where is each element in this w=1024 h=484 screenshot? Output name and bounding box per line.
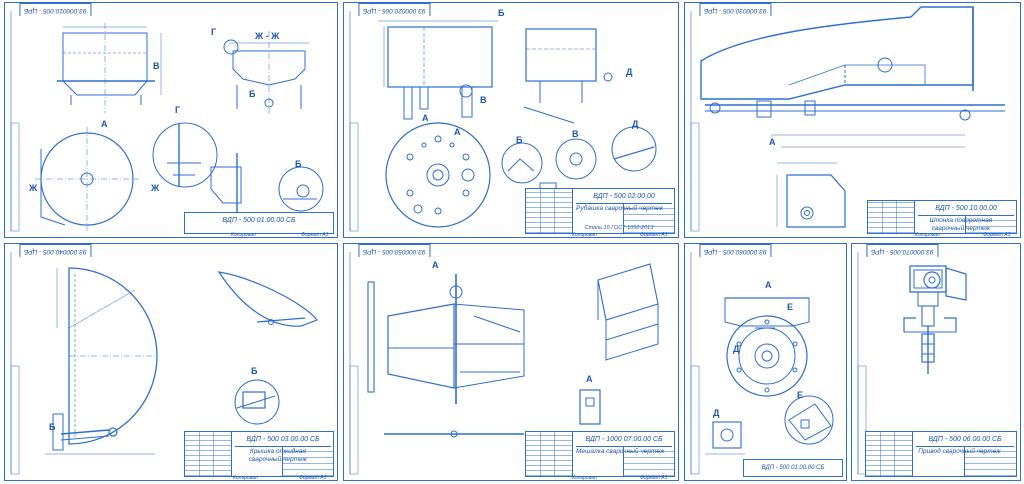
drawing-sheet-1: 93.000010.005 - ЦРБ Ж - Ж Г Б А В Г Б Ж …	[4, 2, 338, 238]
sheet-2-view-label: Б	[498, 8, 505, 18]
sheet-1-view-label: Г	[211, 27, 217, 37]
sheet-1-view-label: Ж - Ж	[255, 31, 280, 41]
sheet-3-footer-copied: Копировал	[915, 232, 940, 238]
sheet-4-title-block: ВДП - 500 03.00.00 СБ Крышка откидная св…	[184, 431, 334, 477]
sheet-6-view-label: А	[765, 280, 772, 290]
sheet-5-title-block: ВДП - 1000 07.00.00 СБ Мешалка сварочный…	[525, 431, 675, 477]
sheet-6-title-code: ВДП - 500 01.00.00 СБ	[761, 465, 825, 471]
sheet-7-code: 93.000070.005 - ЦРБ	[866, 244, 939, 257]
sheet-2-code: 93.000020.005 - ЦРБ	[358, 3, 431, 16]
sheet-4-footer-format: Формат А1	[299, 475, 327, 481]
sheet-3-view-label: А	[769, 137, 776, 147]
sheet-6-view-label: Д	[733, 344, 740, 354]
drawing-sheet-4: 93.000040.005 - ЦРБ Б Б ВДП - 500 03.00.…	[4, 243, 338, 481]
sheet-2-footer-format: Формат А1	[640, 232, 668, 238]
sheet-5-footer-format: Формат А1	[640, 475, 668, 481]
sheet-1-view-label: А	[101, 119, 108, 129]
sheet-4-view-label: Б	[49, 422, 56, 432]
sheet-7-title-name: Привод сварочный чертеж	[918, 448, 1001, 455]
sheet-4-footer-copied: Копировал	[233, 475, 258, 481]
sheet-6-view-label: Д	[713, 408, 720, 418]
sheet-5-view-label: А	[586, 374, 593, 384]
sheet-2-view-label: Б	[516, 135, 523, 145]
sheet-4-title-right	[281, 446, 333, 476]
sheet-1-code: 93.000010.005 - ЦРБ	[19, 3, 92, 16]
sheet-2-view-label: А	[454, 127, 461, 137]
sheet-5-title-name: Мешалка сварочный чертеж	[576, 448, 665, 455]
sheet-3-code: 93.000030.005 - ЦРБ	[699, 3, 772, 16]
sheet-6-view-label: Е	[797, 390, 804, 400]
sheet-7-drawing	[857, 252, 967, 475]
drawing-sheet-5: 93.000050.005 - ЦРБ А А ВДП - 1000 07.00…	[343, 243, 679, 481]
sheet-5-title-grid	[526, 432, 573, 476]
sheet-3-footer-format: Формат А1	[983, 232, 1011, 238]
sheet-1-title-code: ВДП - 500 01.00.00 СБ	[222, 217, 296, 224]
sheet-1-view-label: Ж	[151, 183, 160, 193]
sheet-5-view-label: А	[432, 260, 439, 270]
sheet-6-code: 93.000060.005 - ЦРБ	[699, 244, 772, 257]
sheet-4-title-name: Крышка откидная сварочный чертеж	[248, 448, 308, 463]
sheet-3-title-grid	[868, 201, 915, 233]
sheet-6-view-label: Е	[787, 302, 794, 312]
sheet-2-title-sub: Сталь 10 ГОСТ 1050-2013	[584, 225, 654, 231]
sheet-2-title-grid	[526, 189, 573, 233]
sheet-3-title-name: Шпонка поворотная сварочный чертеж	[929, 217, 993, 232]
sheet-1-drawing	[10, 11, 324, 232]
sheet-2-title-block: ВДП - 500 02.00.00 Рубашка сварочный чер…	[525, 188, 675, 234]
sheet-4-drawing	[10, 252, 318, 475]
sheet-4-code: 93.000040.005 - ЦРБ	[19, 244, 92, 257]
sheet-3-title-block: ВДП - 500 10.00.00 Шпонка поворотная сва…	[867, 200, 1017, 234]
drawing-sheet-7: 93.000070.005 - ЦРБ ВДП - 500 06.00.00 С…	[851, 243, 1021, 481]
sheet-7-title-block: ВДП - 500 06.00.00 СБ Привод сварочный ч…	[865, 431, 1017, 477]
sheet-5-code: 93.000050.005 - ЦРБ	[358, 244, 431, 257]
sheet-2-view-label: В	[480, 95, 487, 105]
sheet-1-footer-format: Формат А1	[301, 232, 329, 238]
sheet-1-view-label: Б	[295, 159, 302, 169]
sheet-1-title-block: ВДП - 500 01.00.00 СБ	[184, 212, 334, 234]
sheet-4-view-label: Б	[251, 366, 258, 376]
sheet-2-title-name: Рубашка сварочный чертеж	[576, 205, 664, 212]
sheet-2-view-label: В	[572, 129, 579, 139]
sheet-6-drawing	[690, 252, 834, 475]
sheet-2-view-label: Д	[626, 67, 633, 77]
sheet-1-view-label: Ж	[29, 183, 38, 193]
sheet-7-title-grid	[866, 432, 913, 476]
sheet-1-view-label: В	[153, 61, 160, 71]
sheet-5-title-right	[622, 446, 674, 476]
sheet-1-view-label: Б	[249, 89, 256, 99]
sheet-2-drawing	[349, 11, 657, 232]
sheet-6-title-block: ВДП - 500 01.00.00 СБ	[743, 459, 843, 477]
sheet-2-view-label: Д	[632, 119, 639, 129]
drawing-sheet-3: 93.000030.005 - ЦРБ А ВДП - 500 10.00.00…	[684, 2, 1021, 238]
drawing-sheet-2: 93.000020.005 - ЦРБ Б А В Д А Б В Д ВДП …	[343, 2, 679, 238]
sheet-7-title-right	[964, 446, 1016, 476]
sheet-3-title-right	[964, 215, 1016, 233]
sheet-3-drawing	[690, 6, 1005, 232]
sheet-2-view-label: А	[422, 113, 429, 123]
sheet-1-view-label: Г	[175, 105, 181, 115]
sheet-5-drawing	[349, 252, 659, 475]
sheet-1-footer-copied: Копировал	[231, 232, 256, 238]
sheet-4-title-grid	[185, 432, 232, 476]
sheet-5-footer-copied: Копировал	[572, 475, 597, 481]
drawing-sheet-6: 93.000060.005 - ЦРБ А Е Д Е Д ВДП - 500 …	[684, 243, 847, 481]
sheet-2-footer-copied: Копировал	[572, 232, 597, 238]
sheet-2-title-right	[622, 203, 674, 233]
